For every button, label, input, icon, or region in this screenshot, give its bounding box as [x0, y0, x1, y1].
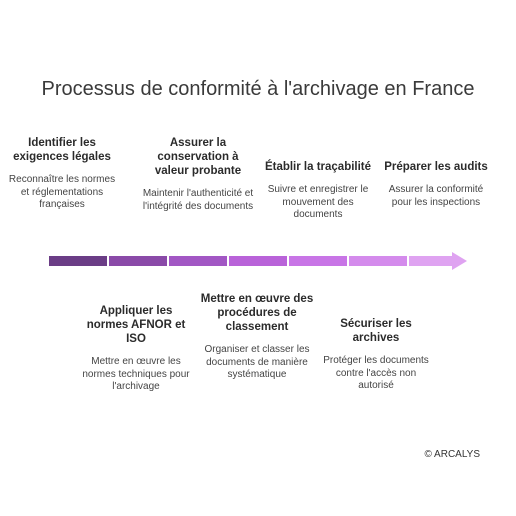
arrow-segment — [349, 256, 407, 266]
arrow-segment — [229, 256, 287, 266]
step-description: Protéger les documents contre l'accès no… — [323, 355, 429, 391]
step-description: Assurer la conformité pour les inspectio… — [388, 184, 484, 208]
arrow-segment — [289, 256, 347, 266]
step-identifier-exigences: Identifier les exigences légales Reconna… — [4, 136, 120, 212]
step-description: Suivre et enregistrer le mouvement des d… — [267, 184, 369, 220]
step-assurer-conservation: Assurer la conservation à valeur probant… — [140, 136, 256, 213]
arrow-segment — [169, 256, 227, 266]
step-description: Reconnaître les normes et réglementation… — [8, 174, 116, 210]
step-preparer-audits: Préparer les audits Assurer la conformit… — [378, 160, 494, 209]
step-securiser-archives: Sécuriser les archives Protéger les docu… — [318, 317, 434, 393]
diagram-title: Processus de conformité à l'archivage en… — [41, 78, 475, 100]
arrow-segment — [409, 256, 452, 266]
arrow-segment — [109, 256, 167, 266]
step-description: Mettre en œuvre les normes techniques po… — [82, 356, 190, 392]
step-title: Préparer les audits — [384, 161, 488, 173]
step-title: Sécuriser les archives — [340, 318, 412, 344]
arrow-segment — [49, 256, 107, 266]
step-title: Mettre en œuvre des procédures de classe… — [200, 293, 314, 333]
step-title: Assurer la conservation à valeur probant… — [154, 137, 242, 177]
arrow-head-icon — [452, 252, 467, 270]
step-description: Maintenir l'authenticité et l'intégrité … — [142, 188, 254, 212]
step-appliquer-normes: Appliquer les normes AFNOR et ISO Mettre… — [78, 304, 194, 394]
step-title: Identifier les exigences légales — [13, 137, 111, 163]
step-procedures-classement: Mettre en œuvre des procédures de classe… — [199, 292, 315, 382]
step-etablir-tracabilite: Établir la traçabilité Suivre et enregis… — [260, 160, 376, 222]
step-title: Établir la traçabilité — [264, 161, 372, 173]
step-description: Organiser et classer les documents de ma… — [204, 344, 310, 380]
copyright-text: © ARCALYS — [424, 449, 480, 460]
step-title: Appliquer les normes AFNOR et ISO — [86, 305, 186, 345]
